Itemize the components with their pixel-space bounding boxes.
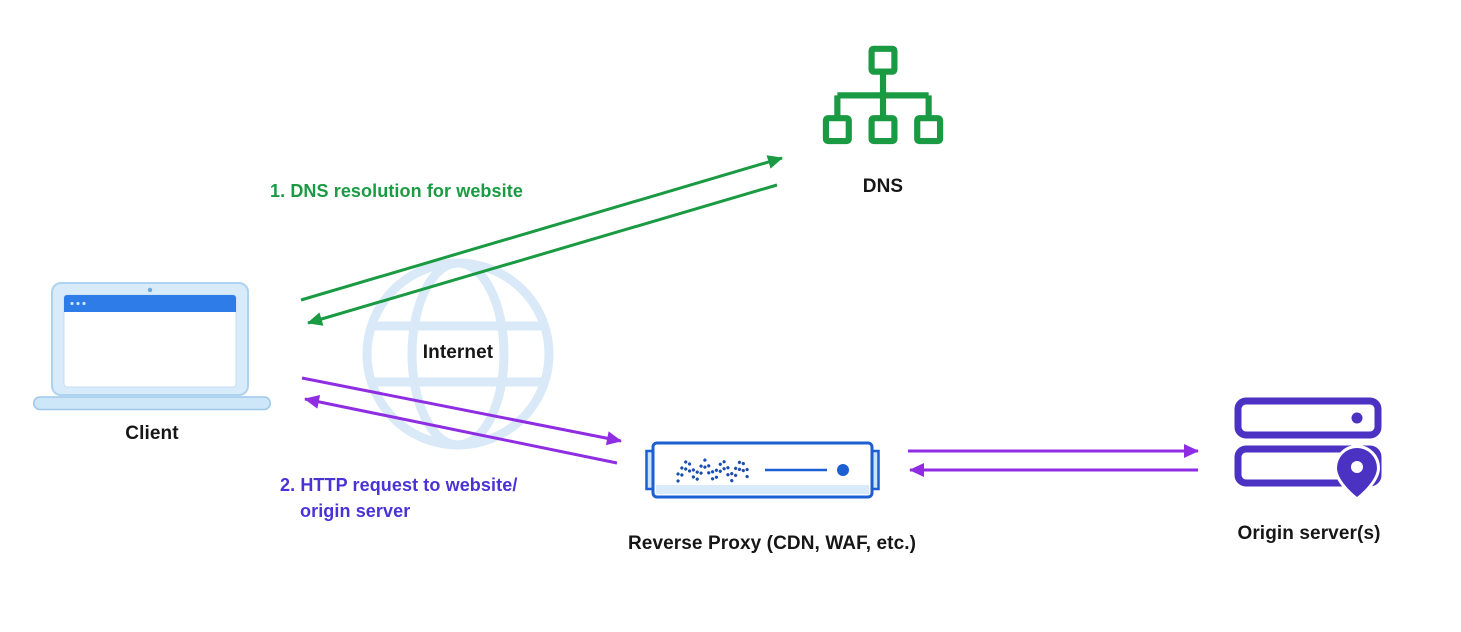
reverse-proxy-icon [645, 441, 880, 499]
http-request-annotation-line1: 2. HTTP request to website/ [280, 475, 518, 495]
dns-icon [822, 45, 944, 145]
origin-servers-label: Origin server(s) [1237, 523, 1381, 544]
internet-label: Internet [422, 342, 494, 363]
internet-globe-icon [362, 258, 554, 450]
arrow-client-to-dns [300, 155, 783, 302]
client-label: Client [125, 423, 179, 444]
laptop-icon [33, 282, 271, 411]
origin-servers-icon [1234, 397, 1382, 499]
arrow-client-to-proxy [301, 376, 622, 446]
dns-resolution-annotation: 1. DNS resolution for website [270, 181, 523, 201]
arrow-dns-to-client [307, 183, 778, 326]
dns-label: DNS [862, 176, 904, 197]
http-request-annotation-line2: origin server [300, 501, 411, 521]
http-request-annotation: 2. HTTP request to website/ origin serve… [280, 472, 517, 524]
reverse-proxy-label: Reverse Proxy (CDN, WAF, etc.) [627, 533, 917, 554]
arrow-proxy-to-client [304, 394, 618, 465]
